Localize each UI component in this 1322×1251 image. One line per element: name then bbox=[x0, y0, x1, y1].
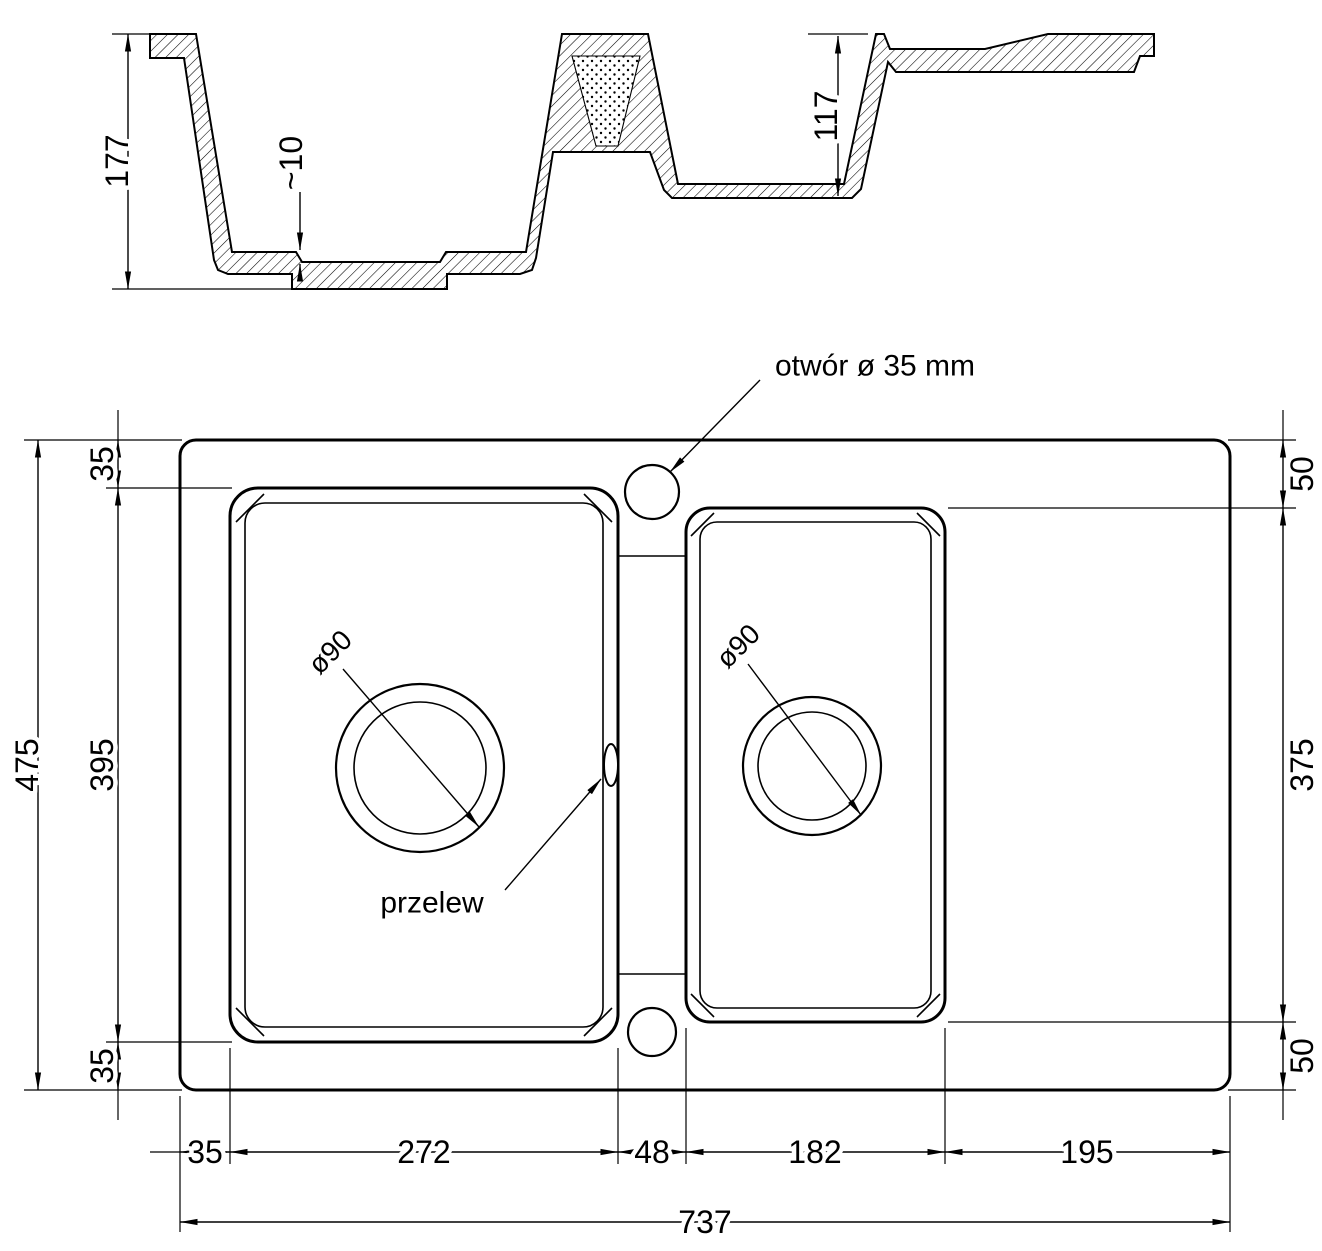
section-divider-stipple-dots bbox=[572, 56, 640, 146]
basin-right-inner-contour bbox=[699, 521, 932, 1009]
basin-right-corner-ticks bbox=[690, 512, 941, 1018]
section-profile bbox=[149, 33, 1155, 290]
dim-basin-right-width: 182 bbox=[788, 1134, 841, 1170]
dim-right-bottom: 50 bbox=[1284, 1038, 1320, 1074]
plan-dimension-lines bbox=[34, 439, 1287, 1226]
dim-margin-bottom: 35 bbox=[84, 1048, 120, 1084]
dim-offset-left: 35 bbox=[187, 1134, 223, 1170]
bottom-hole-circle bbox=[626, 1006, 678, 1058]
sink-outline bbox=[178, 438, 1232, 1092]
basin-right-outline bbox=[684, 506, 947, 1024]
dim-depth-main: 177 bbox=[99, 134, 135, 187]
dim-basin-left-width: 272 bbox=[397, 1134, 450, 1170]
dim-width-total: 737 bbox=[678, 1204, 731, 1240]
section-view: 177 ~10 117 bbox=[95, 33, 1155, 290]
dim-right-top: 50 bbox=[1284, 456, 1320, 492]
leader-drain-right bbox=[747, 663, 862, 816]
drain-left bbox=[334, 682, 506, 854]
leader-tap-hole bbox=[669, 379, 761, 473]
dim-basin-left-height: 395 bbox=[84, 738, 120, 791]
label-tap-hole: otwór ø 35 mm bbox=[775, 350, 975, 383]
dim-depth-small: 117 bbox=[808, 90, 844, 141]
dim-basin-right-height: 375 bbox=[1284, 738, 1320, 791]
dim-floor-step: ~10 bbox=[273, 136, 309, 190]
leader-drain-left bbox=[342, 668, 480, 828]
tap-hole-circle bbox=[623, 463, 681, 521]
label-overflow: przelew bbox=[380, 887, 484, 920]
dim-drainer-width: 195 bbox=[1060, 1134, 1113, 1170]
overflow-slot bbox=[603, 743, 619, 787]
section-dimensions: 177 ~10 117 bbox=[95, 33, 868, 290]
dim-margin-top: 35 bbox=[84, 446, 120, 482]
leader-overflow bbox=[504, 778, 602, 891]
dim-height-total: 475 bbox=[9, 738, 45, 791]
plan-dimension-labels: 475 35 395 35 50 375 50 35 272 48 182 19… bbox=[5, 442, 1322, 1245]
plan-extension-lines bbox=[24, 410, 1296, 1232]
basin-left-corner-ticks bbox=[235, 493, 613, 1037]
drain-right bbox=[741, 695, 883, 837]
dim-divider-width: 48 bbox=[634, 1134, 670, 1170]
divider-contours bbox=[618, 555, 686, 975]
